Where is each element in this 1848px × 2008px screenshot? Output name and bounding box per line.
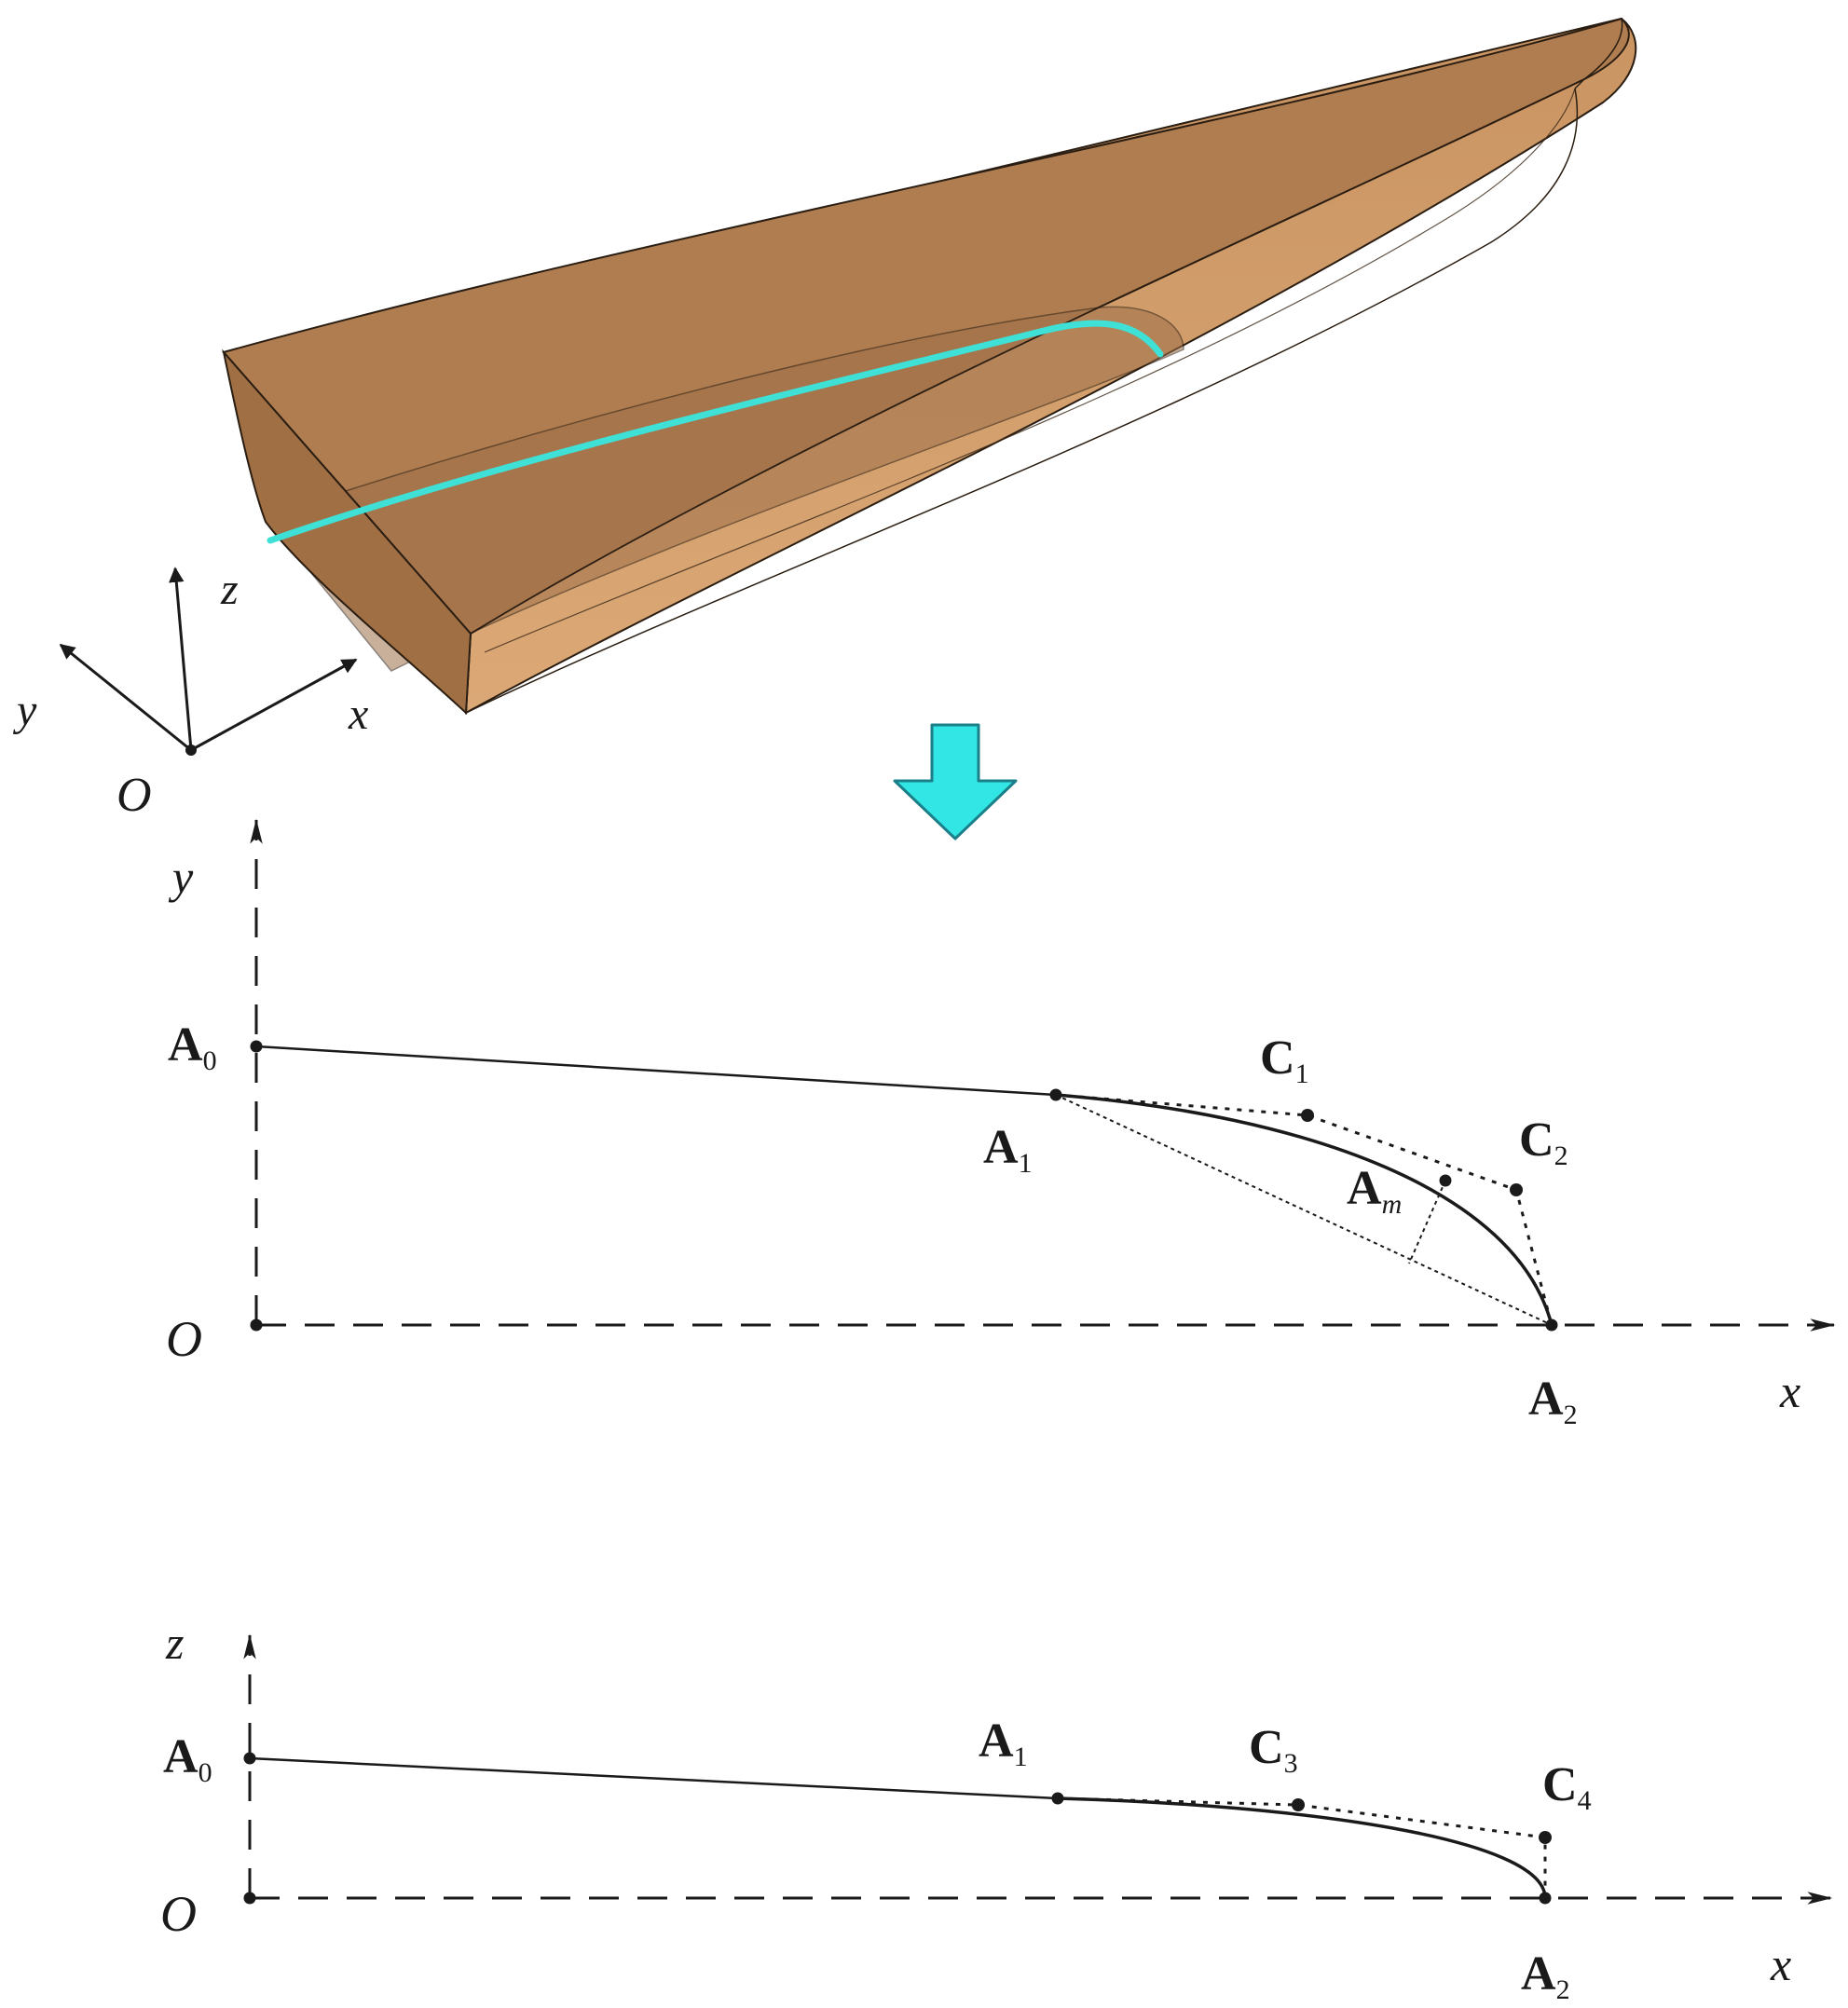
label-a2-xy: A2	[1528, 1373, 1578, 1430]
label-a0-xz: A0	[163, 1730, 212, 1788]
label-a2-xz: A2	[1521, 1947, 1570, 2005]
origin-3d-label: O	[116, 769, 152, 822]
origin-dot-3d	[185, 744, 197, 756]
axis-x-label-xy: x	[1779, 1365, 1800, 1417]
xz-plane-view: z x O A0 A1 C3 C4 A2	[160, 1617, 1833, 2005]
point-c4	[1539, 1831, 1552, 1844]
axis-z-3d-label: z	[220, 565, 239, 614]
chord-a1-a2	[1055, 1094, 1553, 1326]
down-arrow-icon	[893, 723, 1018, 840]
curve-a1-a2-xy	[1055, 1093, 1554, 1326]
control-polygon-xz	[1057, 1796, 1547, 1898]
axis-x-label-xz: x	[1770, 1938, 1791, 1990]
label-a1-xz: A1	[979, 1714, 1028, 1772]
hull-3d-view: z y x O	[12, 17, 1637, 822]
label-c2: C2	[1519, 1113, 1568, 1171]
point-a2-xz	[1539, 1892, 1552, 1905]
label-c4: C4	[1542, 1758, 1592, 1816]
origin-label-xy: O	[166, 1311, 202, 1367]
point-c1	[1301, 1109, 1314, 1122]
point-a2-xy	[1545, 1318, 1558, 1332]
hull-inner-recess	[264, 306, 1184, 672]
point-a0-xy	[250, 1040, 263, 1053]
axis-z-label: z	[165, 1617, 184, 1669]
axis-x-3d-label: x	[348, 690, 368, 739]
hull-centerline-curve	[267, 320, 1164, 544]
origin-dot-xy	[250, 1318, 263, 1332]
segment-a0-a1	[255, 1045, 1057, 1097]
point-c2	[1510, 1183, 1523, 1196]
hull-stern-transom	[222, 348, 472, 716]
xy-plane-view: y x O A0 A1 C1 C2 Am A2	[166, 818, 1836, 1430]
segment-a0-a1-xz	[249, 1756, 1059, 1800]
label-c3: C3	[1249, 1721, 1298, 1779]
curve-a1-a2-xz	[1057, 1796, 1547, 1899]
point-a0-xz	[243, 1752, 256, 1765]
point-a1-xy	[1049, 1088, 1062, 1101]
hull-keel-line	[484, 88, 1576, 653]
hull-bow-stem	[1574, 18, 1623, 89]
axis-z-3d	[169, 567, 193, 751]
axis-y-label: y	[168, 851, 194, 903]
point-a1-xz	[1051, 1792, 1064, 1805]
axis-x-3d	[190, 658, 358, 752]
label-a0-xy: A0	[168, 1018, 217, 1076]
axis-y-3d	[59, 643, 192, 752]
label-c1: C1	[1260, 1031, 1309, 1089]
origin-label-xz: O	[160, 1886, 197, 1942]
point-am	[1439, 1174, 1452, 1187]
point-c3	[1292, 1798, 1305, 1811]
origin-dot-xz	[243, 1892, 256, 1905]
axes-3d: z y x O	[12, 565, 368, 822]
axis-y-3d-label: y	[12, 686, 37, 735]
hull-deck-edge-line	[470, 78, 1585, 635]
label-a1-xy: A1	[983, 1121, 1033, 1179]
hull-chine-line	[465, 88, 1579, 714]
label-am: Am	[1347, 1162, 1402, 1220]
